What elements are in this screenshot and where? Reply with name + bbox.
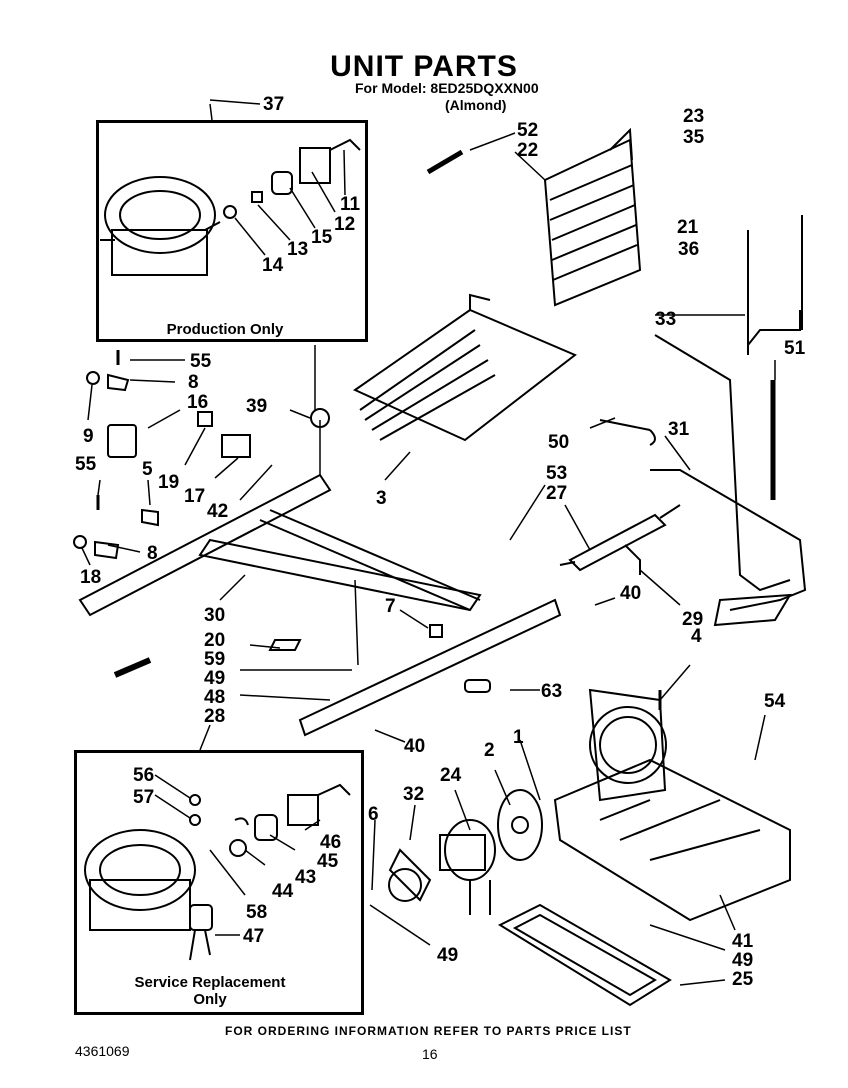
callout-19: 19 — [158, 472, 180, 493]
callout-22: 22 — [517, 140, 539, 161]
service-replacement-inset — [74, 750, 364, 1015]
document-number: 4361069 — [75, 1043, 130, 1059]
callout-30: 30 — [204, 605, 226, 626]
callout-53: 53 — [546, 463, 568, 484]
callout-3: 3 — [376, 488, 387, 509]
callout-2: 2 — [484, 740, 495, 761]
evaporator-coil — [352, 293, 577, 481]
drier-assembly — [559, 504, 681, 575]
callout-56: 56 — [133, 765, 155, 786]
callout-12: 12 — [334, 214, 356, 235]
callout-18: 18 — [80, 567, 102, 588]
callout-28: 28 — [204, 706, 226, 727]
callout-42: 42 — [207, 501, 229, 522]
service-replacement-label-line1: Service Replacement — [134, 974, 286, 991]
callout-5: 5 — [142, 459, 153, 480]
callout-46: 46 — [320, 832, 342, 853]
callout-9: 9 — [83, 426, 94, 447]
callout-47: 47 — [243, 926, 265, 947]
relay-overload-production — [223, 138, 361, 219]
callout-11: 11 — [340, 194, 361, 215]
callout-44: 44 — [272, 881, 294, 902]
callout-41: 41 — [732, 931, 754, 952]
callout-40-right: 40 — [620, 583, 642, 604]
callout-52: 52 — [517, 120, 539, 141]
callout-49-bottom: 49 — [437, 945, 459, 966]
callout-16: 16 — [187, 392, 209, 413]
callout-6: 6 — [368, 804, 379, 825]
callout-8-top: 8 — [188, 372, 199, 393]
callout-55-top: 55 — [190, 351, 212, 372]
tubing-assembly — [599, 215, 807, 627]
callout-21: 21 — [677, 217, 699, 238]
callout-35: 35 — [683, 127, 705, 148]
callout-57: 57 — [133, 787, 155, 808]
leader-lines-top — [209, 99, 346, 410]
left-small-parts — [73, 350, 491, 693]
callout-45: 45 — [317, 851, 339, 872]
callout-43: 43 — [295, 867, 317, 888]
drain-pan — [497, 903, 672, 1007]
service-replacement-label-line2: Only — [193, 991, 227, 1008]
model-number: For Model: 8ED25DQXXN00 — [355, 80, 539, 96]
callout-49-right: 49 — [732, 950, 754, 971]
page-title: UNIT PARTS — [330, 50, 518, 83]
callout-36: 36 — [678, 239, 700, 260]
compressor-service — [84, 783, 351, 961]
callout-39: 39 — [246, 396, 268, 417]
callout-50: 50 — [548, 432, 570, 453]
callout-14: 14 — [262, 255, 284, 276]
frame-rails — [78, 420, 562, 737]
callout-33: 33 — [655, 309, 677, 330]
fan-blade-motor — [388, 789, 543, 915]
callout-49-left: 49 — [204, 668, 226, 689]
callout-27: 27 — [546, 483, 568, 504]
production-only-label: Production Only — [166, 321, 284, 338]
callout-13: 13 — [287, 239, 309, 260]
page-number: 16 — [422, 1046, 438, 1062]
callout-48: 48 — [204, 687, 226, 708]
condenser-coil — [426, 127, 642, 307]
leader-lines — [81, 314, 776, 986]
callout-23: 23 — [683, 106, 705, 127]
machine-compartment-base — [553, 688, 791, 922]
callout-37: 37 — [263, 94, 285, 115]
callout-24: 24 — [440, 765, 462, 786]
callout-4: 4 — [691, 626, 702, 647]
callout-51: 51 — [784, 338, 806, 359]
callout-15: 15 — [311, 227, 333, 248]
callout-25: 25 — [732, 969, 754, 990]
production-only-inset — [96, 120, 368, 342]
callout-54: 54 — [764, 691, 786, 712]
callout-58: 58 — [246, 902, 268, 923]
callout-55-mid: 55 — [75, 454, 97, 475]
callout-40-bottom: 40 — [404, 736, 426, 757]
model-color: (Almond) — [445, 97, 507, 113]
callout-32: 32 — [403, 784, 425, 805]
callout-29: 29 — [682, 609, 704, 630]
callout-20: 20 — [204, 630, 226, 651]
callout-17: 17 — [184, 486, 206, 507]
callout-63: 63 — [541, 681, 563, 702]
compressor-production — [100, 176, 221, 276]
callout-7: 7 — [385, 596, 396, 617]
callout-59: 59 — [204, 649, 226, 670]
ordering-note: FOR ORDERING INFORMATION REFER TO PARTS … — [225, 1024, 632, 1038]
callout-31: 31 — [668, 419, 690, 440]
callout-1: 1 — [513, 727, 524, 748]
callout-8-mid: 8 — [147, 543, 158, 564]
